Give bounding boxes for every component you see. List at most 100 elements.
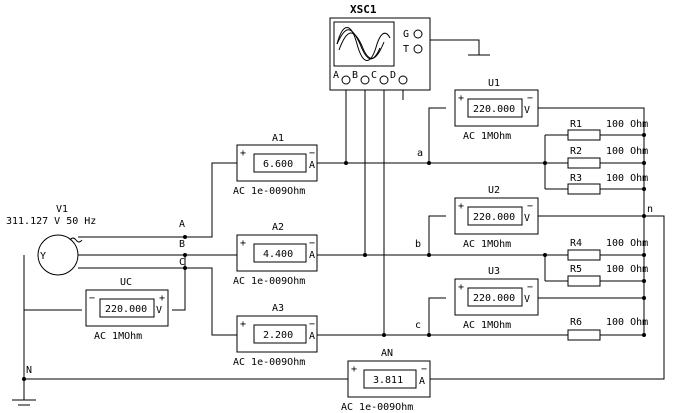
- channel-c-label: C: [371, 70, 377, 81]
- meter-unit: A: [309, 331, 315, 342]
- voltmeter-u2[interactable]: U2 + − 220.000 V AC 1MOhm: [454, 185, 539, 250]
- channel-a-label: A: [333, 70, 339, 81]
- resistor-name: R1: [570, 119, 582, 130]
- meter-spec: AC 1MOhm: [463, 131, 511, 142]
- wires: [12, 39, 665, 401]
- channel-d-label: D: [390, 70, 396, 81]
- meter-unit: A: [309, 250, 315, 261]
- trigger-terminal-label: T: [403, 44, 409, 55]
- ammeter-name: AN: [381, 348, 393, 359]
- tilde-icon: [69, 237, 83, 243]
- meter-value: 220.000: [473, 293, 515, 304]
- voltmeter-name: UC: [120, 277, 132, 288]
- meter-value: 220.000: [473, 104, 515, 115]
- resistor-body: [567, 157, 601, 169]
- minus-sign: −: [309, 319, 315, 330]
- voltmeter-name: U1: [488, 78, 500, 89]
- ground-terminal-label: G: [403, 29, 409, 40]
- resistor-name: R2: [570, 146, 582, 157]
- ammeter-name: A1: [272, 133, 284, 144]
- resistor-value: 100 Ohm: [606, 317, 648, 328]
- ammeter-a3[interactable]: A3 + − 2.200 A AC 1e-009Ohm: [233, 303, 318, 368]
- plus-sign: +: [458, 282, 464, 293]
- voltmeter-name: U2: [488, 185, 500, 196]
- meter-display: [467, 206, 523, 226]
- source-spec: 311.127 V 50 Hz: [6, 216, 96, 227]
- node-c-label: c: [415, 320, 421, 331]
- minus-sign: −: [309, 238, 315, 249]
- node-a-label: a: [417, 148, 423, 159]
- source-name: V1: [56, 204, 68, 215]
- voltmeter-uc[interactable]: UC − + 220.000 V AC 1MOhm: [85, 277, 169, 342]
- meter-display: [253, 153, 307, 173]
- trigger-terminal[interactable]: [413, 44, 423, 54]
- meter-spec: AC 1MOhm: [463, 239, 511, 250]
- minus-sign: −: [527, 282, 533, 293]
- meter-value: 220.000: [473, 212, 515, 223]
- meter-spec: AC 1e-009Ohm: [233, 357, 305, 368]
- ammeter-name: A2: [272, 222, 284, 233]
- plus-sign: +: [159, 293, 165, 304]
- plus-sign: +: [240, 238, 246, 249]
- meter-display: [467, 287, 523, 307]
- ground-terminal[interactable]: [413, 29, 423, 39]
- channel-b-terminal[interactable]: [360, 75, 370, 85]
- meter-spec: AC 1e-009Ohm: [233, 276, 305, 287]
- meter-unit: V: [524, 213, 530, 224]
- sine-wave-icon: [336, 27, 391, 61]
- voltmeter-u1[interactable]: U1 + − 220.000 V AC 1MOhm: [454, 78, 539, 142]
- plus-sign: +: [458, 93, 464, 104]
- resistor-body: [567, 183, 601, 195]
- channel-d-terminal[interactable]: [398, 75, 408, 85]
- plus-sign: +: [240, 148, 246, 159]
- oscilloscope-xsc1[interactable]: XSC1 G T A B C D: [329, 3, 431, 91]
- resistor-name: R5: [570, 264, 582, 275]
- meter-unit: V: [524, 294, 530, 305]
- minus-sign: −: [89, 293, 95, 304]
- resistor-r3[interactable]: R3 100 Ohm: [567, 173, 648, 195]
- meter-display: [363, 369, 417, 389]
- resistor-r5[interactable]: R5 100 Ohm: [567, 264, 648, 287]
- meter-unit: V: [524, 105, 530, 116]
- source-v1[interactable]: V1 311.127 V 50 Hz Y A B C N: [6, 204, 185, 406]
- meter-display: [467, 98, 523, 118]
- source-symbol: [37, 234, 79, 276]
- meter-display: [253, 324, 307, 344]
- voltmeter-u3[interactable]: U3 + − 220.000 V AC 1MOhm: [454, 266, 539, 331]
- meter-spec: AC 1MOhm: [94, 331, 142, 342]
- resistor-name: R3: [570, 173, 582, 184]
- meter-display: [253, 243, 307, 263]
- node-b-label: b: [415, 239, 421, 250]
- minus-sign: −: [421, 364, 427, 375]
- resistor-body: [567, 249, 601, 261]
- ammeter-a1[interactable]: A1 + − 6.600 A AC 1e-009Ohm: [233, 133, 318, 197]
- meter-value: 2.200: [263, 330, 293, 341]
- meter-unit: A: [419, 376, 425, 387]
- resistor-value: 100 Ohm: [606, 119, 648, 130]
- minus-sign: −: [527, 201, 533, 212]
- resistor-name: R4: [570, 238, 582, 249]
- channel-a-terminal[interactable]: [341, 75, 351, 85]
- junctions: [22, 133, 646, 381]
- resistor-r6[interactable]: R6 100 Ohm: [567, 317, 648, 341]
- resistor-r1[interactable]: R1 100 Ohm: [567, 119, 648, 141]
- node-n-label: n: [647, 204, 653, 215]
- meter-spec: AC 1MOhm: [463, 320, 511, 331]
- minus-sign: −: [309, 148, 315, 159]
- resistor-value: 100 Ohm: [606, 146, 648, 157]
- resistor-r2[interactable]: R2 100 Ohm: [567, 146, 648, 169]
- resistor-body: [567, 275, 601, 287]
- meter-unit: V: [156, 305, 162, 316]
- resistor-r4[interactable]: R4 100 Ohm: [567, 238, 648, 261]
- ammeter-a2[interactable]: A2 + − 4.400 A AC 1e-009Ohm: [233, 222, 318, 287]
- plus-sign: +: [351, 364, 357, 375]
- phase-b-label: B: [179, 239, 185, 250]
- channel-c-terminal[interactable]: [379, 75, 389, 85]
- resistor-value: 100 Ohm: [606, 264, 648, 275]
- ammeter-an[interactable]: AN + − 3.811 A AC 1e-009Ohm: [341, 348, 431, 413]
- channel-b-label: B: [352, 70, 358, 81]
- plus-sign: +: [240, 319, 246, 330]
- resistor-body: [567, 129, 601, 141]
